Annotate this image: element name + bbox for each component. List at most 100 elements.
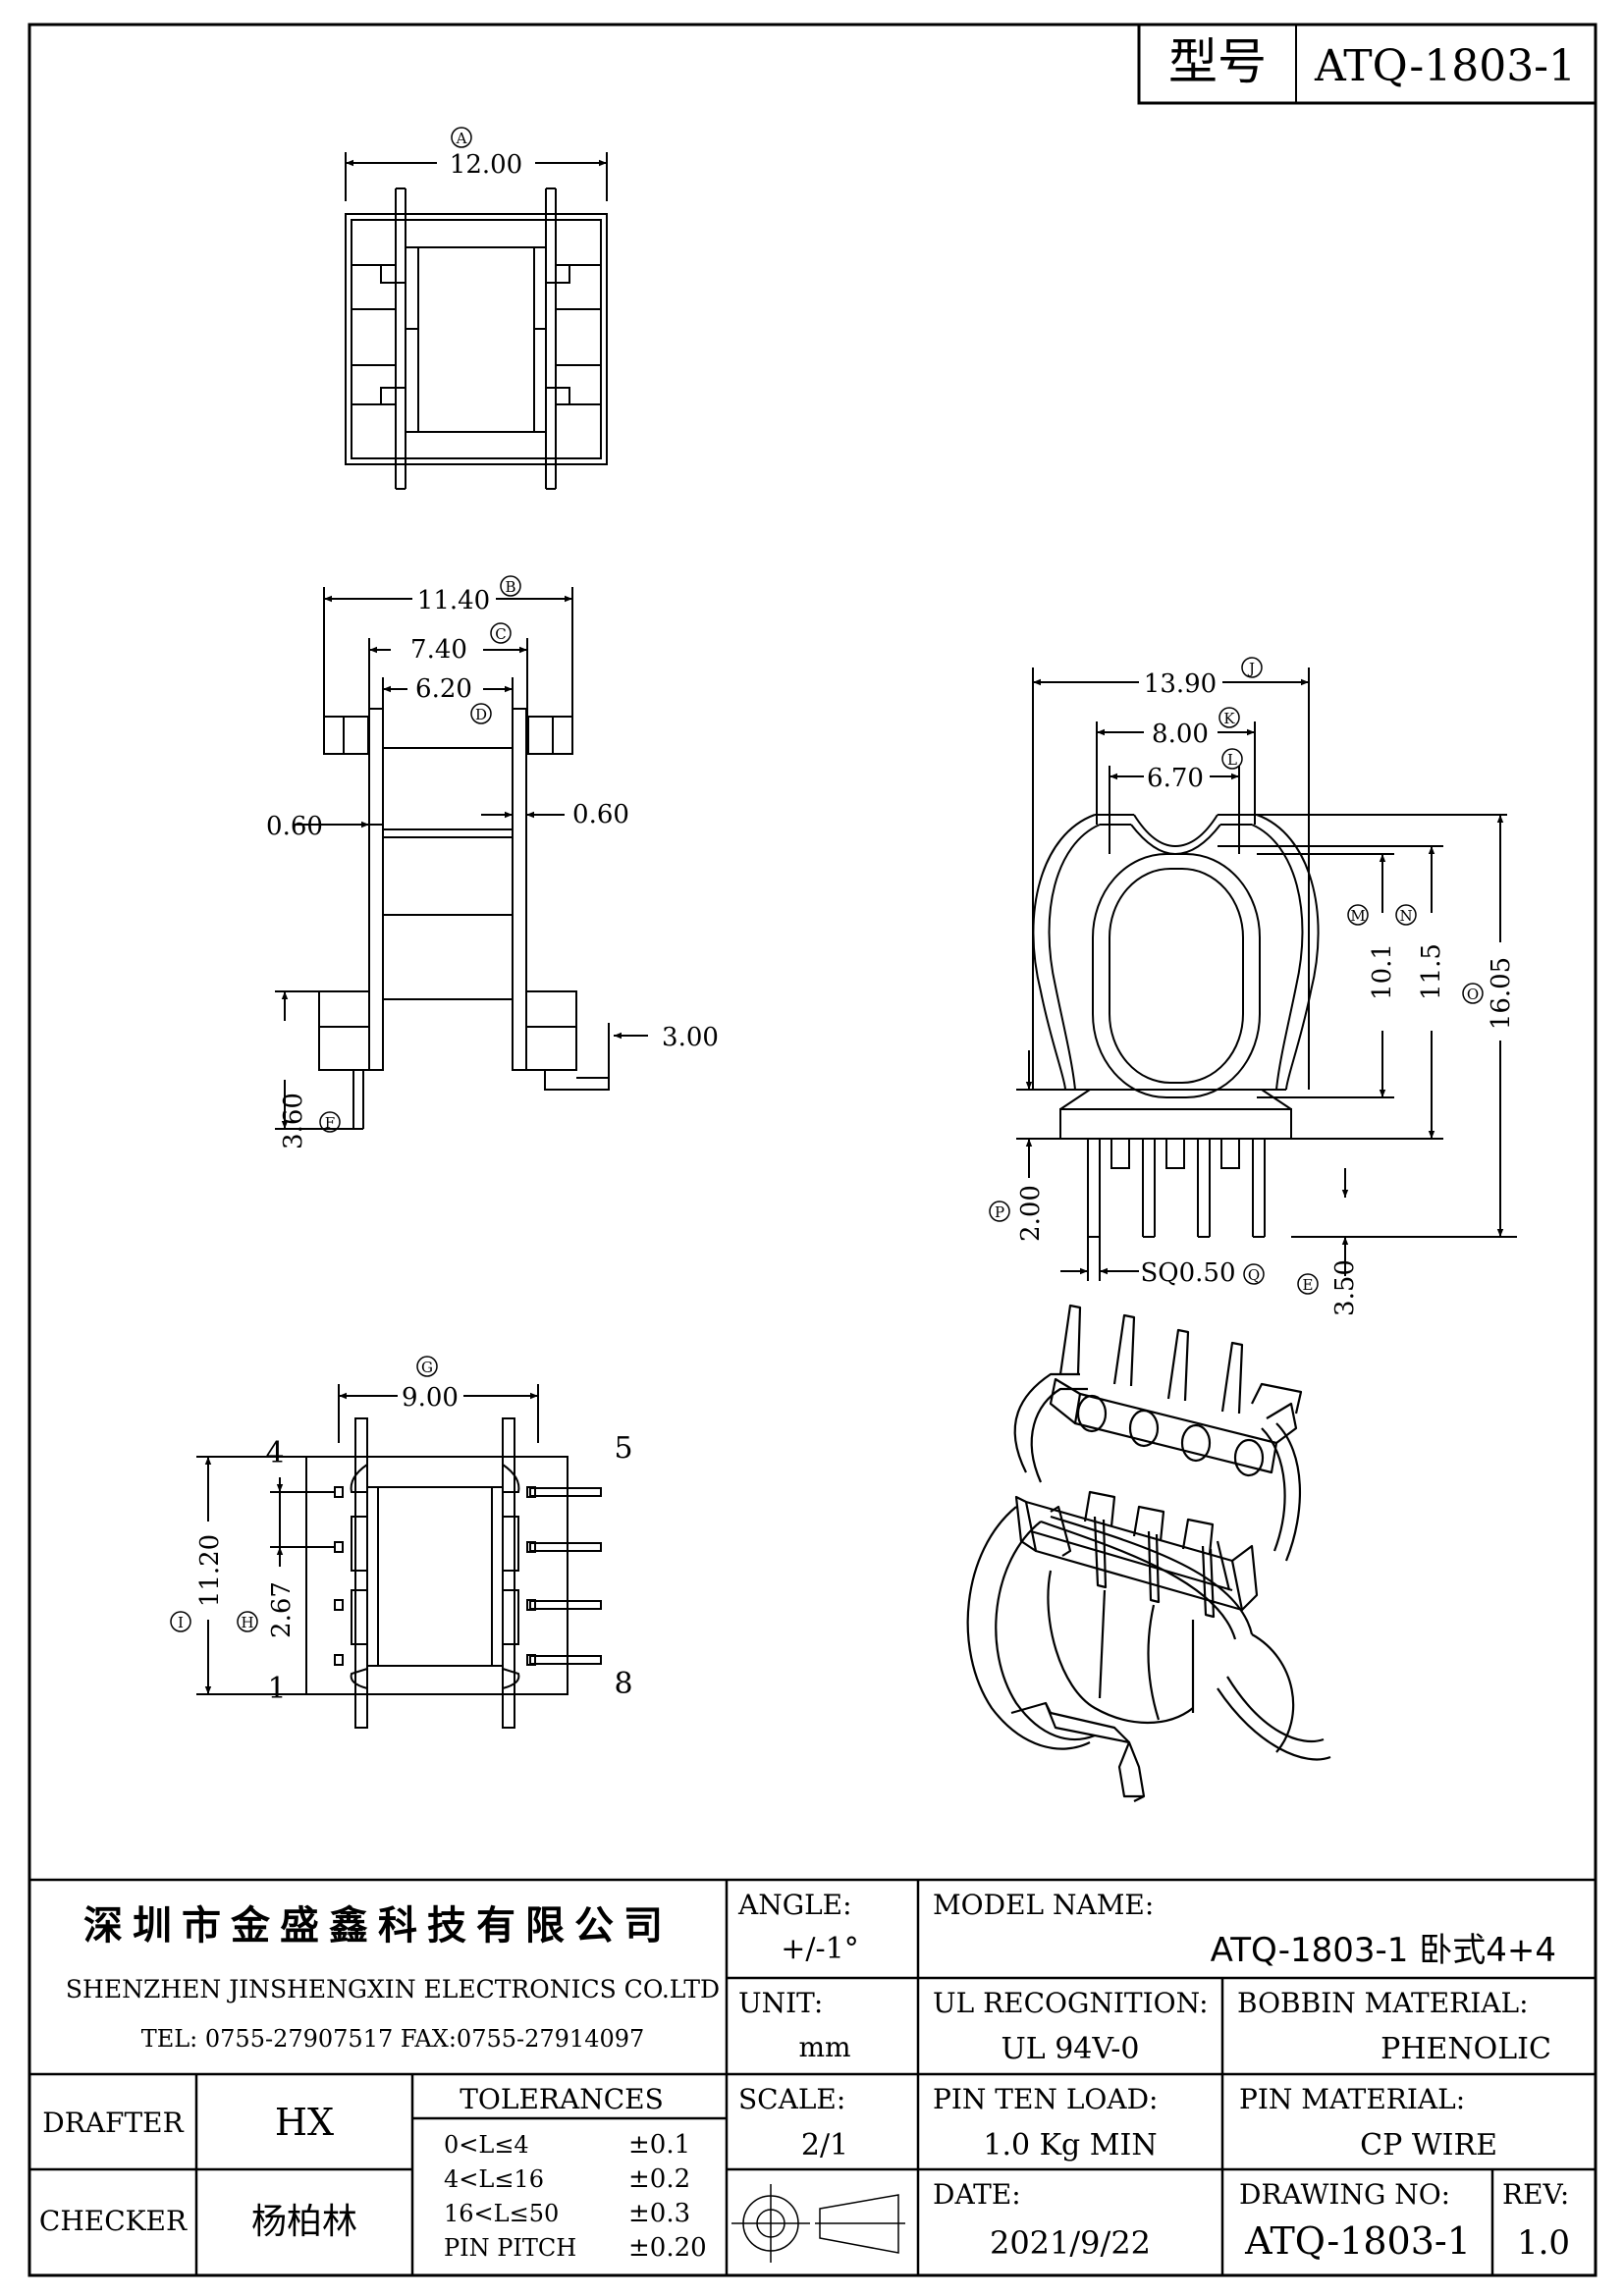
drafter-cell: DRAFTER HX [42, 2101, 334, 2144]
date-cell: DATE: 2021/9/22 [933, 2178, 1151, 2262]
title-block-lines [29, 1878, 1596, 2275]
pin-load-label: PIN TEN LOAD: [933, 2083, 1158, 2115]
dim-A-value: 12.00 [450, 150, 522, 180]
dim-M-letter: M [1350, 907, 1365, 925]
pin-label-5: 5 [614, 1431, 632, 1466]
unit-cell: UNIT: mm [738, 1987, 851, 2063]
dim-E-letter: E [1303, 1276, 1314, 1294]
scale-cell: SCALE: 2/1 [738, 2083, 848, 2163]
dim-I-letter: I [178, 1614, 184, 1631]
dim-B-value: 11.40 [417, 586, 490, 615]
dim-J-letter: J [1247, 660, 1255, 677]
scale-label: SCALE: [738, 2083, 845, 2115]
tolerances-cell: TOLERANCES 0<L≤4 ±0.1 4<L≤16 ±0.2 16<L≤5… [444, 2083, 707, 2263]
scale-value: 2/1 [801, 2128, 848, 2163]
angle-label: ANGLE: [737, 1889, 852, 1921]
bobbin-cell: BOBBIN MATERIAL: PHENOLIC [1237, 1987, 1551, 2066]
dim-P-value: 2.00 [1016, 1185, 1046, 1242]
dim-Q-letter: Q [1248, 1266, 1260, 1284]
dim-C-value: 7.40 [410, 635, 467, 665]
model-name-cell: MODEL NAME: ATQ-1803-1 卧式4+4 [933, 1889, 1556, 1970]
dim-F-letter: F [325, 1114, 335, 1132]
company-name-cn: 深圳市金盛鑫科技有限公司 [83, 1903, 673, 1949]
pin-label-4: 4 [265, 1436, 284, 1470]
dim-K-letter: K [1223, 710, 1235, 727]
ul-value: UL 94V-0 [1001, 2032, 1139, 2066]
pin-load-cell: PIN TEN LOAD: 1.0 Kg MIN [933, 2083, 1158, 2163]
drawing-no-value: ATQ-1803-1 [1244, 2219, 1471, 2263]
unit-value: mm [798, 2031, 850, 2063]
bottom-view-dims: G 9.00 11.20 I 2.67 H 4 5 1 8 [170, 1356, 633, 1706]
drafter-label: DRAFTER [42, 2107, 184, 2139]
dim-D-letter: D [475, 706, 487, 723]
tolerance-value-2: ±0.3 [628, 2199, 690, 2228]
tolerance-value-3: ±0.20 [628, 2233, 707, 2263]
tolerance-range-2: 16<L≤50 [444, 2200, 559, 2227]
dim-G-letter: G [421, 1359, 433, 1376]
pin-load-value: 1.0 Kg MIN [983, 2128, 1157, 2163]
side-view [275, 587, 648, 1130]
front-view-dims: 13.90 J 8.00 K 6.70 L M 10.1 N 11.5 O 16… [989, 657, 1516, 1316]
bobbin-label: BOBBIN MATERIAL: [1237, 1987, 1529, 2019]
dim-A-letter: A [456, 130, 467, 147]
drawing-no-cell: DRAWING NO: ATQ-1803-1 [1239, 2178, 1471, 2263]
dim-E-value: 3.50 [1330, 1259, 1360, 1316]
tolerances-label: TOLERANCES [460, 2083, 664, 2115]
rev-value: 1.0 [1517, 2223, 1570, 2263]
tolerance-range-1: 4<L≤16 [444, 2165, 544, 2193]
model-name-value: ATQ-1803-1 卧式4+4 [1211, 1931, 1556, 1970]
dim-L-letter: L [1227, 751, 1237, 769]
rev-cell: REV: 1.0 [1502, 2178, 1570, 2263]
pin-label-8: 8 [614, 1667, 632, 1701]
dim-H-value: 2.67 [267, 1581, 297, 1638]
dim-D-value: 6.20 [415, 674, 472, 704]
dim-M-value: 10.1 [1368, 943, 1397, 1000]
side-view-dims: B 11.40 C 7.40 D 6.20 0.60 0.60 3.00 3.6… [266, 575, 719, 1149]
dim-C-letter: C [495, 625, 506, 643]
dim-G-value: 9.00 [402, 1383, 459, 1413]
angle-value: +/-1° [781, 1932, 858, 1966]
tolerance-range-3: PIN PITCH [444, 2234, 576, 2262]
date-label: DATE: [933, 2178, 1021, 2211]
header-box: 型号 ATQ-1803-1 [1137, 23, 1597, 105]
dim-N-value: 11.5 [1417, 943, 1446, 1000]
model-name-label: MODEL NAME: [933, 1889, 1154, 1921]
pin-material-cell: PIN MATERIAL: CP WIRE [1239, 2083, 1497, 2163]
drafter-value: HX [275, 2101, 334, 2144]
ul-label: UL RECOGNITION: [933, 1987, 1209, 2019]
pin-material-value: CP WIRE [1360, 2128, 1497, 2163]
dim-H-letter: H [241, 1614, 253, 1631]
tolerance-range-0: 0<L≤4 [444, 2131, 529, 2159]
company-contact: TEL: 0755-27907517 FAX:0755-27914097 [141, 2025, 645, 2053]
dim-pin-len-side: 3.00 [662, 1023, 719, 1052]
rev-label: REV: [1502, 2178, 1569, 2211]
header-label: 型号 [1168, 33, 1267, 90]
dim-O-letter: O [1467, 986, 1479, 1003]
unit-label: UNIT: [738, 1987, 823, 2019]
company-block: 深圳市金盛鑫科技有限公司 SHENZHEN JINSHENGXIN ELECTR… [66, 1903, 720, 2053]
pin-label-1: 1 [267, 1672, 286, 1706]
checker-value: 杨柏林 [251, 2202, 357, 2242]
ul-cell: UL RECOGNITION: UL 94V-0 [933, 1987, 1209, 2066]
checker-cell: CHECKER 杨柏林 [39, 2202, 357, 2242]
dim-I-value: 11.20 [195, 1534, 225, 1607]
dim-N-letter: N [1399, 907, 1412, 925]
drawing-no-label: DRAWING NO: [1239, 2178, 1450, 2211]
top-view [345, 152, 608, 490]
dim-L-value: 6.70 [1147, 764, 1204, 793]
tolerance-value-0: ±0.1 [628, 2130, 690, 2160]
dim-wall-right: 0.60 [572, 800, 629, 829]
checker-label: CHECKER [39, 2205, 188, 2237]
dim-F-value: 3.60 [279, 1093, 308, 1149]
company-name-en: SHENZHEN JINSHENGXIN ELECTRONICS CO.LTD [66, 1975, 720, 2003]
dim-K-value: 8.00 [1152, 720, 1209, 749]
bobbin-value: PHENOLIC [1380, 2032, 1551, 2066]
dim-Q-value: SQ0.50 [1140, 1258, 1235, 1288]
drawing-border [27, 23, 1597, 2277]
tolerance-value-1: ±0.2 [628, 2164, 690, 2194]
dim-wall-left: 0.60 [266, 812, 323, 841]
angle-cell: ANGLE: +/-1° [737, 1889, 859, 1966]
front-view [1016, 667, 1517, 1281]
date-value: 2021/9/22 [990, 2224, 1151, 2262]
